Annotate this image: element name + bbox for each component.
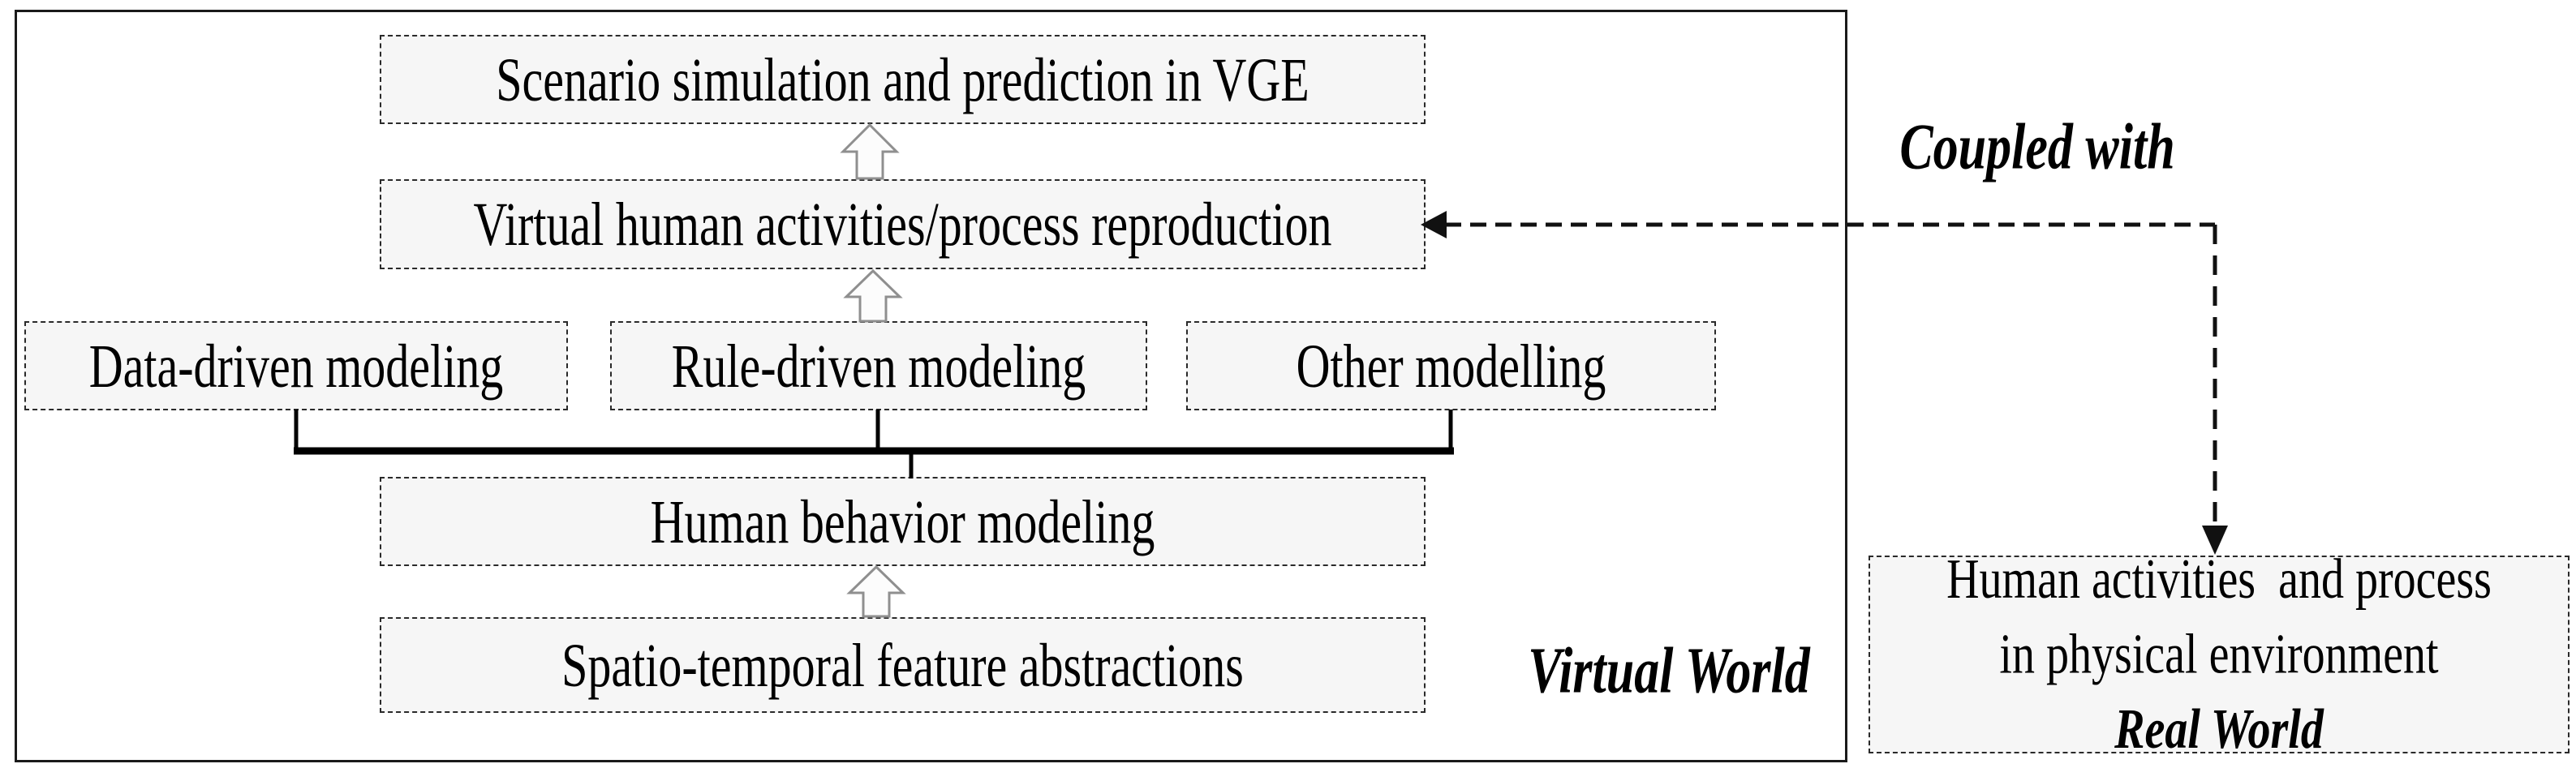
coupled-with-label: Coupled with	[1899, 111, 2175, 183]
box-rule-driven-modeling-label: Rule-driven modeling	[671, 331, 1086, 401]
box-rule-driven-modeling: Rule-driven modeling	[610, 321, 1147, 410]
box-human-behavior-modeling: Human behavior modeling	[380, 477, 1426, 566]
box-human-behavior-modeling-label: Human behavior modeling	[650, 487, 1155, 556]
real-world-box-line1: Human activities and process	[1946, 547, 2492, 611]
box-spatio-temporal-abstractions-label: Spatio-temporal feature abstractions	[561, 630, 1244, 700]
box-spatio-temporal-abstractions: Spatio-temporal feature abstractions	[380, 617, 1426, 713]
box-virtual-human-reproduction: Virtual human activities/process reprodu…	[380, 179, 1426, 269]
box-human-activities-physical-environment: Human activities and process in physical…	[1869, 548, 2570, 761]
box-scenario-simulation: Scenario simulation and prediction in VG…	[380, 35, 1426, 124]
box-other-modelling-label: Other modelling	[1296, 331, 1606, 401]
virtual-world-boundary-rect	[15, 10, 1847, 762]
box-data-driven-modeling-label: Data-driven modeling	[88, 331, 504, 401]
real-world-box-line2: in physical environment	[1999, 623, 2439, 686]
box-data-driven-modeling: Data-driven modeling	[24, 321, 568, 410]
real-world-label: Real World	[2114, 697, 2324, 762]
box-virtual-human-reproduction-label: Virtual human activities/process reprodu…	[473, 189, 1332, 260]
box-other-modelling: Other modelling	[1186, 321, 1716, 410]
box-scenario-simulation-label: Scenario simulation and prediction in VG…	[496, 45, 1310, 114]
real-world-box-text: Human activities and process in physical…	[1946, 542, 2492, 767]
virtual-world-label: Virtual World	[1528, 635, 1810, 707]
